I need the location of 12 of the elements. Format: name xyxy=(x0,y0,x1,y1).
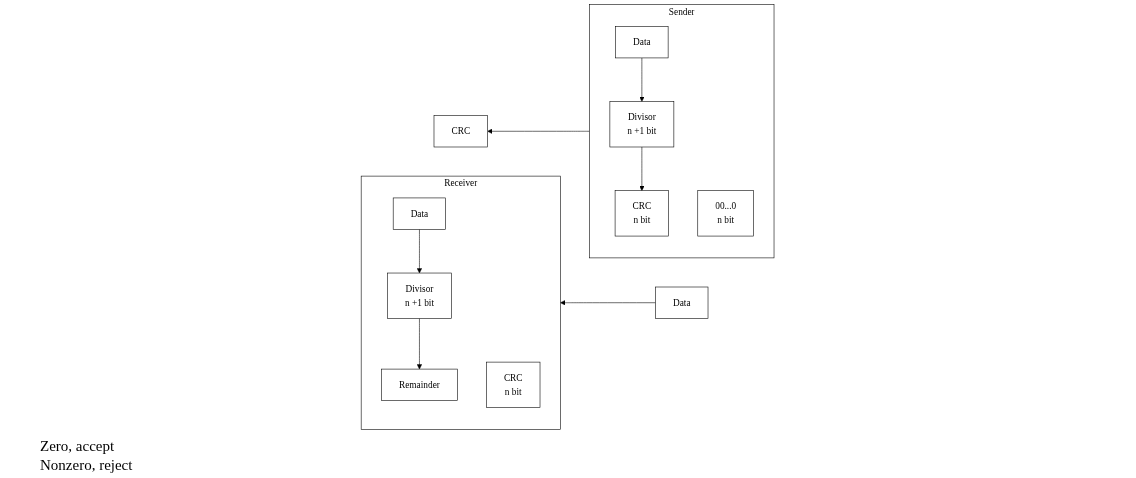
node-box: CRC xyxy=(434,115,489,148)
node-box: Data xyxy=(655,286,709,319)
node-box: Remainder xyxy=(381,368,459,401)
note-text: Nonzero, reject xyxy=(40,457,134,474)
node-box: 00...0 n bit xyxy=(697,190,755,237)
node-box: Divisor n +1 bit xyxy=(387,272,453,319)
node-box: Data xyxy=(615,26,669,59)
node-box: Divisor n +1 bit xyxy=(610,101,675,148)
note-text: Zero, accept xyxy=(40,438,116,455)
node-box: CRC n bit xyxy=(615,190,670,237)
node-box: Data xyxy=(393,197,447,230)
node-box: CRC n bit xyxy=(486,361,541,408)
